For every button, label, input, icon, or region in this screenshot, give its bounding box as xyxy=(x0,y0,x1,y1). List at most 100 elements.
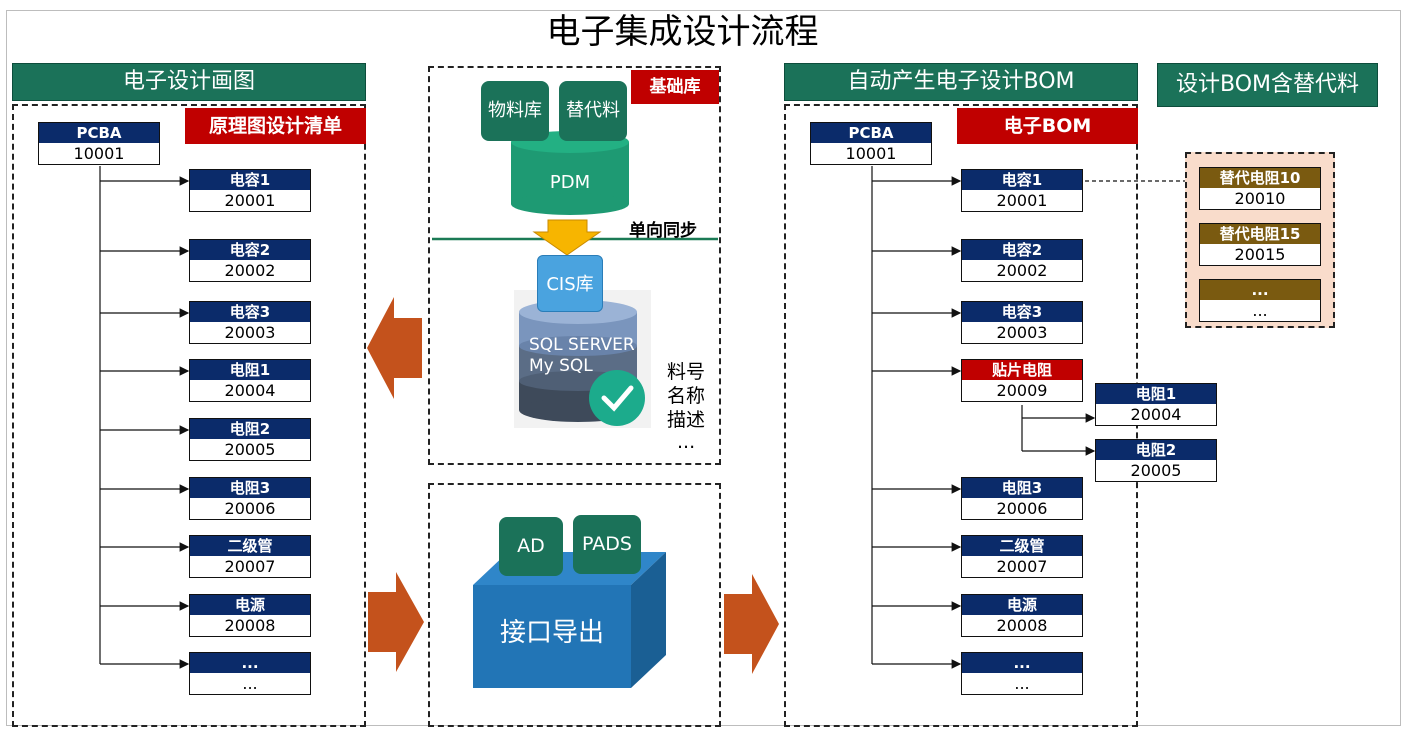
node-name: 电阻2 xyxy=(190,419,310,439)
arrow-right-icon xyxy=(368,572,424,672)
node-code: 20004 xyxy=(224,381,276,400)
node-name: 电阻1 xyxy=(190,360,310,380)
node-name: 贴片电阻 xyxy=(962,360,1082,380)
node-code: 10001 xyxy=(845,144,897,163)
node-code: ... xyxy=(1014,674,1030,693)
node-code: 20003 xyxy=(224,323,276,342)
node-name: ... xyxy=(1200,280,1320,300)
node-code: 20015 xyxy=(1234,245,1286,264)
left-panel-frame xyxy=(12,104,366,727)
node-code: 20007 xyxy=(996,557,1048,576)
node-code: ... xyxy=(1252,301,1268,320)
pdm-label: PDM xyxy=(549,172,591,193)
field-more: ... xyxy=(677,431,696,453)
right-item-node: ...... xyxy=(961,652,1083,695)
electronic-bom-label: 电子BOM xyxy=(957,108,1138,144)
node-code: 20003 xyxy=(996,323,1048,342)
left-tree-lines xyxy=(99,166,190,669)
page-title: 电子集成设计流程 xyxy=(546,12,819,52)
node-name: 电阻3 xyxy=(962,478,1082,498)
node-code: 10001 xyxy=(73,144,125,163)
node-name: 电容2 xyxy=(962,240,1082,260)
pdm-cylinder xyxy=(511,131,629,215)
node-name: 替代电阻15 xyxy=(1200,224,1320,244)
cis-library-box: CIS库 xyxy=(537,255,603,312)
node-name: 电阻2 xyxy=(1096,440,1216,460)
node-name: 二级管 xyxy=(190,536,310,556)
node-code: 20007 xyxy=(224,557,276,576)
node-name: 电源 xyxy=(962,595,1082,615)
node-code: 20002 xyxy=(224,261,276,280)
node-name: 电阻3 xyxy=(190,478,310,498)
left-panel-header: 电子设计画图 xyxy=(12,63,366,101)
node-name: 电阻1 xyxy=(1096,384,1216,404)
alternate-bom-header: 设计BOM含替代料 xyxy=(1157,63,1378,107)
left-item-node: ...... xyxy=(189,652,311,695)
library-panel-frame xyxy=(428,66,721,465)
db-label-mysql: My SQL xyxy=(529,356,593,376)
pads-tool-box: PADS xyxy=(573,515,641,574)
db-label-sqlserver: SQL SERVER xyxy=(529,335,635,355)
node-name: 替代电阻10 xyxy=(1200,168,1320,188)
field-description: 描述 xyxy=(667,409,706,431)
material-library-box: 物料库 xyxy=(481,81,549,141)
sync-arrow xyxy=(532,219,602,256)
arrow-right-icon xyxy=(724,574,779,674)
node-code: 20005 xyxy=(1130,461,1182,480)
node-name: 电容3 xyxy=(190,302,310,322)
right-panel-header: 自动产生电子设计BOM xyxy=(784,63,1138,101)
node-code: 20004 xyxy=(1130,405,1182,424)
field-part-number: 料号 xyxy=(667,361,706,383)
field-name: 名称 xyxy=(667,385,706,407)
node-code: 20008 xyxy=(996,616,1048,635)
node-name: 电容3 xyxy=(962,302,1082,322)
arrow-left-icon xyxy=(367,297,422,399)
node-code: 20010 xyxy=(1234,189,1286,208)
node-code: 20002 xyxy=(996,261,1048,280)
node-name: 二级管 xyxy=(962,536,1082,556)
node-name: PCBA xyxy=(39,123,159,143)
ad-tool-box: AD xyxy=(499,517,563,576)
export-panel-frame xyxy=(428,483,721,727)
schematic-list-label: 原理图设计清单 xyxy=(185,108,366,144)
left-root-node: PCBA 10001 xyxy=(38,122,160,165)
node-name: 电容1 xyxy=(190,170,310,190)
node-code: 20006 xyxy=(224,499,276,518)
node-name: 电容1 xyxy=(962,170,1082,190)
sql-database-icon xyxy=(514,290,651,428)
alternate-parts-box: 替代料 xyxy=(559,81,627,141)
node-name: PCBA xyxy=(811,123,931,143)
right-tree-lines xyxy=(871,166,1198,669)
node-code: 20009 xyxy=(996,381,1048,400)
node-code: ... xyxy=(242,674,258,693)
node-name: ... xyxy=(190,653,310,673)
base-library-label: 基础库 xyxy=(631,70,719,104)
alternate-node: ...... xyxy=(1199,279,1321,322)
node-name: 电源 xyxy=(190,595,310,615)
export-label: 接口导出 xyxy=(499,618,604,648)
sync-label: 单向同步 xyxy=(629,221,697,241)
node-code: 20001 xyxy=(996,191,1048,210)
node-code: 20001 xyxy=(224,191,276,210)
node-name: 电容2 xyxy=(190,240,310,260)
node-code: 20006 xyxy=(996,499,1048,518)
